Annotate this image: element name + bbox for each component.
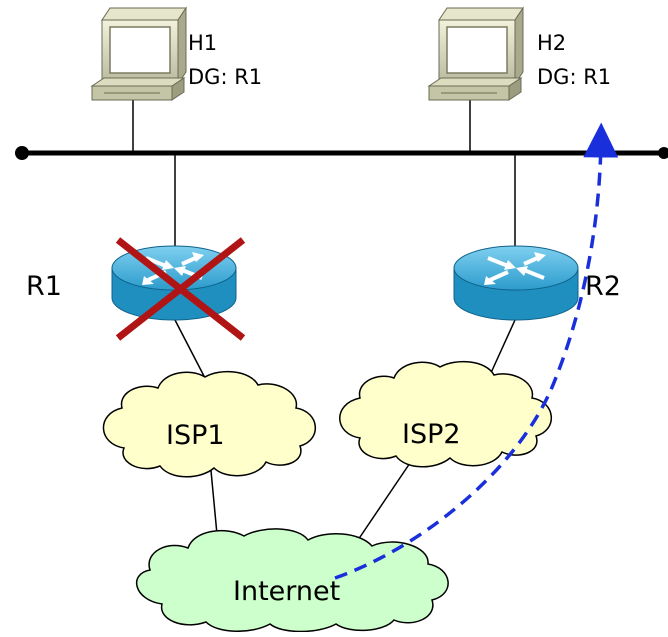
link-isp2-internet: [357, 462, 411, 541]
host-h1-gateway: DG: R1: [188, 65, 262, 89]
internet-cloud-shape: [135, 528, 449, 633]
desktop-computer-icon: [427, 6, 524, 101]
cloud-isp1[interactable]: ISP1: [102, 370, 317, 478]
host-h1[interactable]: H1 DG: R1: [90, 6, 262, 101]
router-r1[interactable]: R1: [26, 237, 246, 341]
link-r1-isp1: [174, 319, 206, 379]
lan-endpoint-right: [658, 147, 668, 159]
cloud-internet-label: Internet: [233, 576, 340, 607]
desktop-computer-icon: [90, 6, 187, 101]
isp2-cloud-shape: [339, 360, 553, 468]
host-h1-name: H1: [188, 31, 217, 55]
lan-endpoint-left: [15, 146, 29, 160]
router-r2[interactable]: R2: [453, 245, 621, 321]
host-h2[interactable]: H2 DG: R1: [427, 6, 611, 101]
cloud-isp2-label: ISP2: [402, 419, 461, 450]
link-r2-isp2: [489, 319, 516, 376]
router-r2-label: R2: [585, 271, 621, 302]
host-h2-name: H2: [537, 31, 566, 55]
router-icon: [453, 245, 579, 321]
links: [132, 100, 516, 546]
lan-segment: [15, 146, 668, 160]
red-cross-icon: [115, 237, 246, 341]
cloud-internet[interactable]: Internet: [135, 528, 449, 633]
isp1-cloud-shape: [102, 370, 317, 478]
host-h2-gateway: DG: R1: [537, 65, 611, 89]
cloud-isp2[interactable]: ISP2: [339, 360, 553, 468]
cloud-isp1-label: ISP1: [166, 420, 225, 451]
return-path-arrow: [334, 122, 619, 580]
router-r1-label: R1: [26, 271, 62, 302]
